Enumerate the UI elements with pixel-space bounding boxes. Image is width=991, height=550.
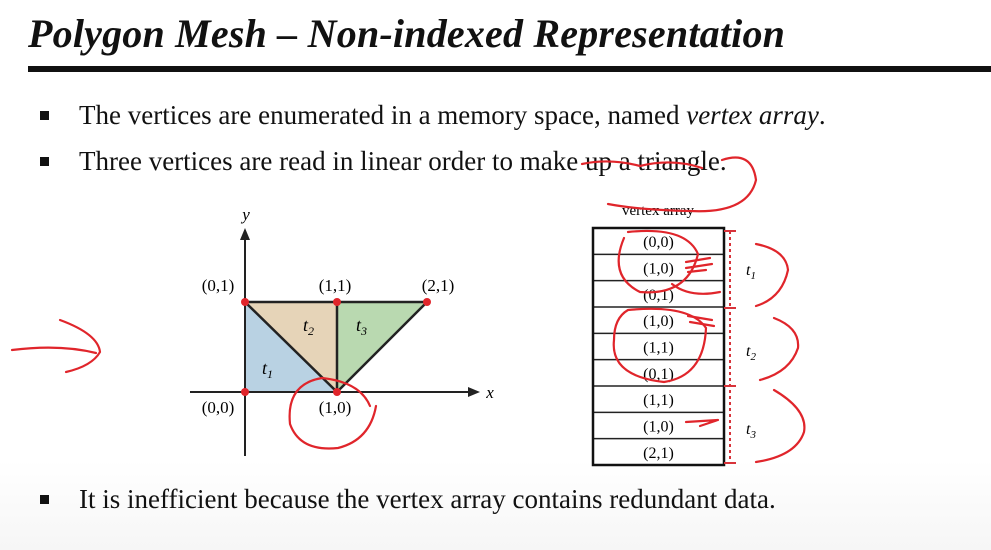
- strike-through-annotation: [580, 160, 704, 170]
- triangle-label-t3: t3: [356, 315, 367, 338]
- underline-annotation: [670, 282, 722, 295]
- bullet-emphasis: vertex array: [686, 100, 819, 130]
- brace-t3-annotation: [754, 388, 806, 464]
- scribble-annotation-2: [686, 314, 716, 328]
- mesh-graph: y x (0,1) (1,1) (2,1) (0,0) (1,0) t1 t2 …: [190, 205, 494, 456]
- group-label-t1: t1: [746, 262, 756, 282]
- vertex-array-label: vertex array: [622, 203, 695, 219]
- point-0-1: [241, 298, 249, 306]
- group-label-t2: t2: [746, 343, 756, 363]
- vertex-array-entry: (0,0): [643, 234, 674, 251]
- brace-t1-annotation: [754, 242, 790, 308]
- x-axis-arrow: [468, 387, 480, 397]
- y-axis-label: y: [240, 205, 250, 224]
- scribble-annotation-1: [684, 256, 714, 274]
- bullet-text: It is inefficient because the vertex arr…: [79, 484, 776, 514]
- bullet-text-end: .: [818, 100, 826, 130]
- triangle-label-t2: t2: [303, 315, 314, 338]
- mesh-edge-diag2: [336, 301, 428, 393]
- vertex-array-entry: (1,1): [643, 392, 674, 409]
- x-axis-label: x: [485, 383, 494, 402]
- y-axis-arrow: [240, 228, 250, 240]
- bullet-marker: [40, 111, 49, 121]
- circle-1-0-annotation: [288, 376, 378, 450]
- point-label-0-0: (0,0): [202, 398, 235, 417]
- point-0-0: [241, 388, 249, 396]
- vertex-array-entry: (1,0): [643, 313, 674, 330]
- brace-t2-annotation: [758, 316, 800, 382]
- bullet-vertex-array: The vertices are enumerated in a memory …: [40, 100, 826, 131]
- vertex-array-entry: (1,0): [643, 419, 674, 436]
- vertex-array-entry: (1,0): [643, 261, 674, 278]
- vertex-array-border: [591, 226, 726, 467]
- bullet-inefficient: It is inefficient because the vertex arr…: [40, 484, 776, 515]
- circle-top-annotation: [617, 229, 700, 294]
- bullet-marker: [40, 157, 49, 167]
- vertex-array: vertex array (0,0)(1,0)(0,1)(1,0)(1,1)(0…: [591, 203, 756, 467]
- vertex-array-entry: (0,1): [643, 366, 674, 383]
- point-1-1: [333, 298, 341, 306]
- point-label-2-1: (2,1): [422, 276, 455, 295]
- point-label-1-0: (1,0): [319, 398, 352, 417]
- curve-annotation: [606, 156, 758, 213]
- title-underline: [28, 66, 991, 72]
- arrow-annotation: [10, 318, 102, 374]
- point-label-0-1: (0,1): [202, 276, 235, 295]
- bullet-text: The vertices are enumerated in a memory …: [79, 100, 687, 130]
- handwritten-annotations: [10, 156, 806, 464]
- slide-title: Polygon Mesh – Non-indexed Representatio…: [28, 11, 786, 56]
- vertex-array-entry: (2,1): [643, 445, 674, 462]
- point-1-0: [333, 388, 341, 396]
- bullet-marker: [40, 495, 49, 505]
- triangle-label-t1: t1: [262, 358, 273, 381]
- footer-background: [0, 460, 991, 550]
- scribble-annotation-3: [684, 418, 720, 428]
- point-label-1-1: (1,1): [319, 276, 352, 295]
- vertex-array-entry: (1,1): [643, 340, 674, 357]
- point-2-1: [423, 298, 431, 306]
- group-label-t3: t3: [746, 421, 756, 441]
